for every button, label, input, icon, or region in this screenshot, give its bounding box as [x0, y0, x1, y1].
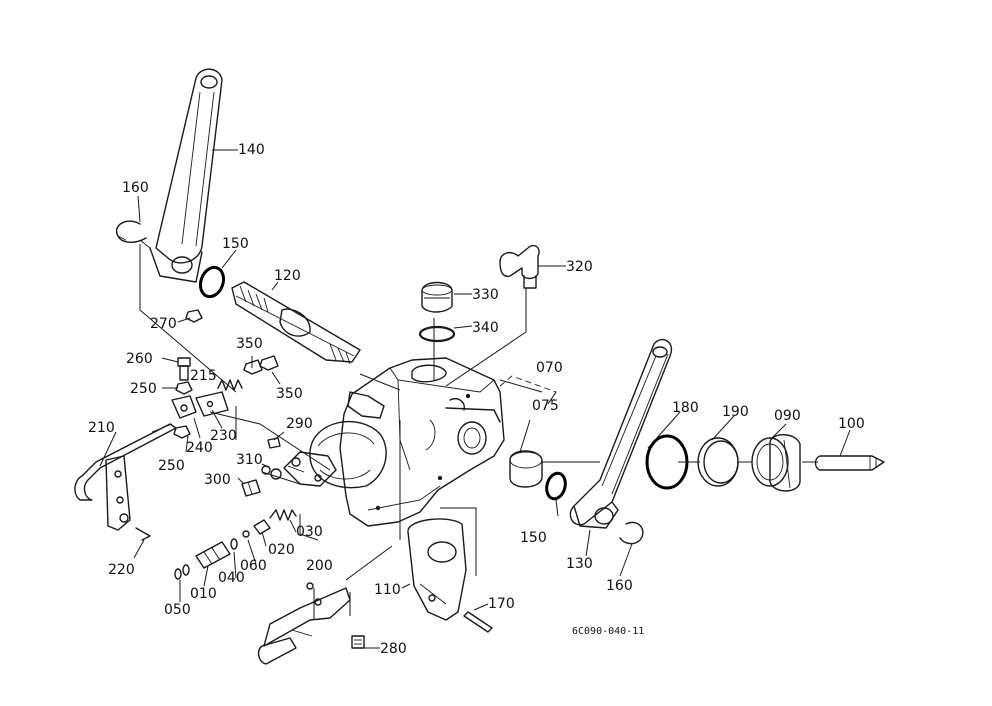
- part-label-120: 120: [274, 268, 301, 284]
- backup-ring: [697, 437, 739, 487]
- part-label-150-upper: 150: [222, 236, 249, 252]
- cotter-pin: [135, 527, 151, 541]
- part-label-310: 310: [236, 452, 263, 468]
- pin: [463, 611, 493, 633]
- part-label-250-lower: 250: [158, 458, 185, 474]
- plug-290: [267, 437, 281, 449]
- ring-050: [174, 564, 190, 580]
- linkage-plate: [105, 455, 131, 531]
- o-ring-plug: [418, 325, 456, 343]
- plug-cap: [421, 281, 453, 313]
- part-label-350-upper: 350: [236, 336, 263, 352]
- part-label-030: 030: [296, 524, 323, 540]
- part-label-190: 190: [722, 404, 749, 420]
- part-label-260: 260: [126, 351, 153, 367]
- part-label-160-upper: 160: [122, 180, 149, 196]
- main-housing: [283, 357, 505, 527]
- part-label-220: 220: [108, 562, 135, 578]
- part-label-170: 170: [488, 596, 515, 612]
- part-label-290: 290: [286, 416, 313, 432]
- nut-250-upper: [175, 381, 193, 395]
- part-label-300: 300: [204, 472, 231, 488]
- reference-code: 6C090-040-11: [572, 626, 644, 637]
- part-label-075: 075: [532, 398, 559, 414]
- bolt-280: [351, 635, 365, 649]
- part-label-010: 010: [190, 586, 217, 602]
- part-label-280: 280: [380, 641, 407, 657]
- guide-lines: [139, 244, 818, 620]
- part-label-250-upper: 250: [130, 381, 157, 397]
- nut-350: [243, 355, 279, 375]
- splined-shaft: [231, 281, 361, 365]
- part-label-130: 130: [566, 556, 593, 572]
- part-label-340: 340: [472, 320, 499, 336]
- poppet-020: [253, 519, 271, 535]
- part-label-050: 050: [164, 602, 191, 618]
- part-label-320: 320: [566, 259, 593, 275]
- bushing: [509, 450, 543, 488]
- pin-shaft: [814, 455, 885, 471]
- cylinder-sleeve: [751, 434, 801, 492]
- part-label-140: 140: [238, 142, 265, 158]
- part-label-215: 215: [190, 368, 217, 384]
- lever-bracket: [407, 518, 467, 621]
- part-label-040: 040: [218, 570, 245, 586]
- plug-300: [241, 479, 261, 497]
- lower-linkage: [257, 582, 351, 665]
- part-label-150-lower: 150: [520, 530, 547, 546]
- part-label-330: 330: [472, 287, 499, 303]
- part-label-270: 270: [150, 316, 177, 332]
- nut-270: [185, 309, 203, 323]
- part-label-210: 210: [88, 420, 115, 436]
- snap-ring-upper: [115, 220, 147, 243]
- part-label-070: 070: [536, 360, 563, 376]
- part-labels: 140 160 150 120 270 350 260 250 215 230 …: [88, 142, 865, 657]
- part-label-180: 180: [672, 400, 699, 416]
- spring-030: [269, 509, 297, 521]
- lift-arm-lower: [569, 338, 673, 529]
- valve-body-010: [195, 541, 231, 569]
- bracket-230: [195, 391, 229, 417]
- part-label-200: 200: [306, 558, 333, 574]
- lift-arm-upper: [139, 68, 223, 283]
- part-label-240: 240: [186, 440, 213, 456]
- part-label-090: 090: [774, 408, 801, 424]
- snap-ring-lower: [619, 521, 644, 545]
- o-ring-upper: [198, 265, 226, 299]
- nut-250-lower: [173, 425, 191, 439]
- part-label-230: 230: [210, 428, 237, 444]
- block-240: [171, 395, 197, 419]
- ball-060: [242, 530, 250, 538]
- bolt-260: [177, 357, 191, 381]
- part-label-020: 020: [268, 542, 295, 558]
- o-ring-040: [230, 538, 238, 550]
- part-label-100: 100: [838, 416, 865, 432]
- part-label-160-lower: 160: [606, 578, 633, 594]
- spring-215: [217, 379, 243, 391]
- elbow-fitting: [499, 244, 540, 289]
- leader-lines: [99, 149, 851, 649]
- part-label-350-lower: 350: [276, 386, 303, 402]
- part-label-110: 110: [374, 582, 401, 598]
- part-label-060: 060: [240, 558, 267, 574]
- o-ring-lower: [545, 471, 567, 501]
